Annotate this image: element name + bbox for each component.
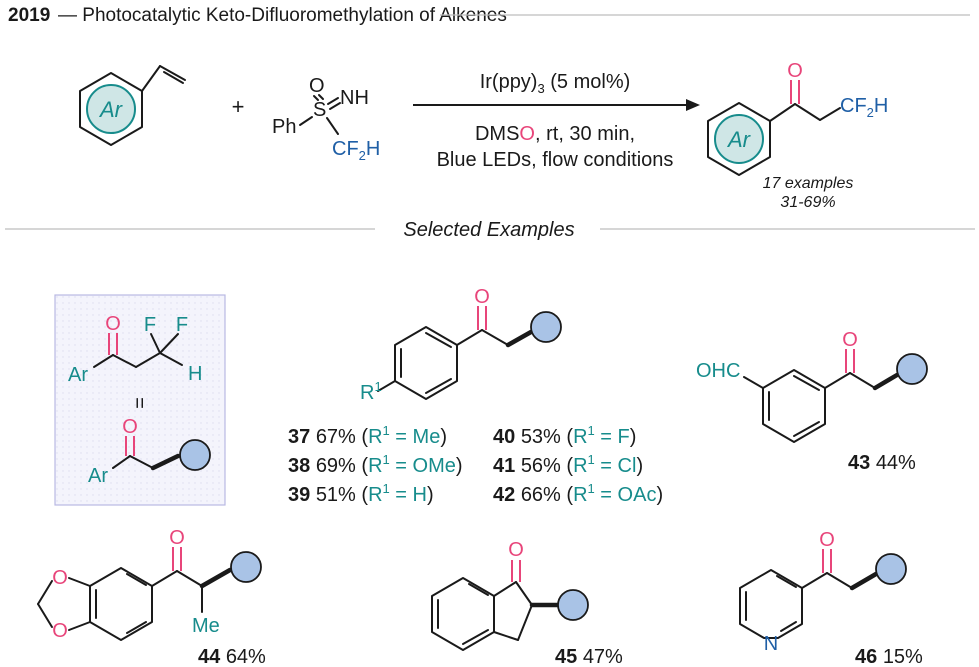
arrow-head [686,99,700,111]
c43-o: O [842,329,858,351]
aryl-circle [86,84,136,134]
c44-o2: O [52,620,68,642]
result-39: 39 51% (R1 = H) [288,481,434,506]
compound-44-structure: O O O Me [37,527,262,642]
reagent-nh: NH [340,87,369,109]
product-structure: Ar O CF2H [707,60,888,176]
section-title: Selected Examples [403,219,574,241]
c43-rf-circle [896,353,928,385]
result-44: 44 64% [198,646,266,667]
header-year: 2019 [8,5,50,26]
examples-count: 17 examples [763,175,854,192]
product-aryl-label: Ar [726,127,752,152]
conditions-line2: Blue LEDs, flow conditions [437,149,674,171]
c44-rf-circle [230,551,262,583]
c37-rf-circle [530,311,562,343]
compound-37-42-structure: O R1 [360,286,562,404]
catalyst-label: Ir(ppy)3 (5 mol%) [480,71,631,96]
result-40: 40 53% (R1 = F) [493,423,636,448]
c45-o: O [508,539,524,561]
legend-h: H [188,363,202,385]
sulfoximine-structure: O S NH Ph CF2H [272,75,380,163]
reagent-s: S [313,99,326,121]
product-aryl-circle [714,114,764,164]
legend-f2: F [176,314,188,336]
result-42: 42 66% (R1 = OAc) [493,481,663,506]
legend-ar2: Ar [88,465,108,487]
legend-f1: F [144,314,156,336]
legend-box: Ar O F F H = Ar O [54,294,226,506]
compound-45-structure: O [431,539,589,651]
result-45: 45 47% [555,646,623,667]
result-41: 41 56% (R1 = Cl) [493,452,643,477]
result-43: 43 44% [848,452,916,474]
c44-o3: O [169,527,185,549]
legend-o1: O [105,313,121,335]
result-38: 38 69% (R1 = OMe) [288,452,463,477]
conditions-line1: DMSO, rt, 30 min, [475,123,635,145]
c46-n: N [764,633,778,655]
result-46: 46 15% [855,646,923,667]
c46-rf-circle [875,553,907,585]
legend-equals: = [128,397,150,409]
c37-o: O [474,286,490,308]
reagent-ph: Ph [272,116,296,138]
legend-ar1: Ar [68,364,88,386]
compound-43-structure: OHC O [696,329,928,443]
product-cf2h: CF2H [840,95,888,120]
legend-o2: O [122,416,138,438]
c45-rf-circle [557,589,589,621]
yield-range: 31-69% [780,194,835,211]
compound-46-structure: N O [739,529,907,655]
aryl-label: Ar [98,97,124,122]
reagent-cf2h: CF2H [332,138,380,163]
styrene-structure: Ar [79,65,186,146]
legend-rf-circle [179,439,211,471]
r1-label: R1 [360,379,382,404]
header-title: — Photocatalytic Keto-Difluoromethylatio… [58,5,507,26]
c44-me: Me [192,615,220,637]
c44-o1: O [52,567,68,589]
reagent-o: O [309,75,325,97]
c46-o: O [819,529,835,551]
result-37: 37 67% (R1 = Me) [288,423,447,448]
plus-sign: + [232,94,245,119]
product-o: O [787,60,803,82]
c43-cho: OHC [696,360,740,382]
results-table-37-42: 37 67% (R1 = Me) 38 69% (R1 = OMe) 39 51… [288,423,663,506]
